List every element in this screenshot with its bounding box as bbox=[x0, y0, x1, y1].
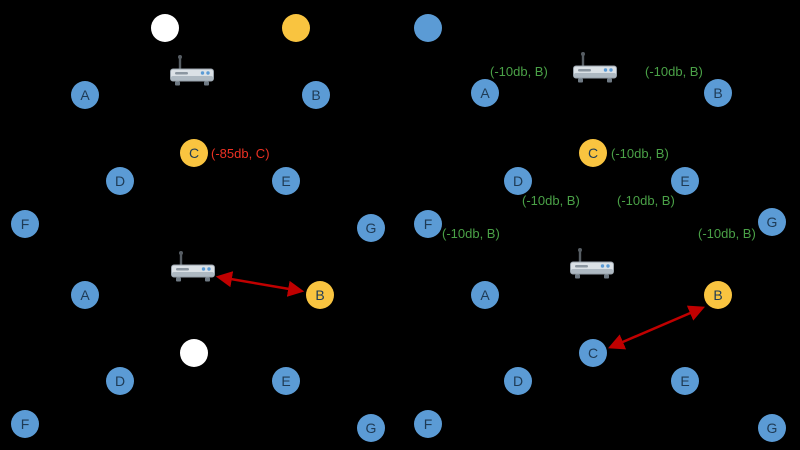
router-top-right bbox=[571, 51, 619, 91]
node-bottom-left-blank bbox=[180, 339, 208, 367]
node-top-right-A: A bbox=[471, 79, 499, 107]
node-bottom-left-B: B bbox=[306, 281, 334, 309]
node-bottom-left-A: A bbox=[71, 281, 99, 309]
node-bottom-right-D: D bbox=[504, 367, 532, 395]
node-bottom-left-F: F bbox=[11, 410, 39, 438]
annotation-top-left-C: (-85db, C) bbox=[211, 146, 270, 161]
arrow-B-to-C bbox=[608, 305, 705, 350]
router-top-left bbox=[168, 54, 216, 94]
node-top-left-A: A bbox=[71, 81, 99, 109]
router-icon bbox=[170, 55, 214, 86]
router-bottom-left bbox=[169, 250, 217, 290]
annotation-top-right-E: (-10db, B) bbox=[617, 193, 675, 208]
router-icon bbox=[171, 251, 215, 282]
node-top-right-C: C bbox=[579, 139, 607, 167]
annotation-top-right-B: (-10db, B) bbox=[645, 64, 703, 79]
router-bottom-right bbox=[568, 247, 616, 287]
node-top-left-D: D bbox=[106, 167, 134, 195]
legend-circle-white bbox=[151, 14, 179, 42]
node-top-right-D: D bbox=[504, 167, 532, 195]
node-top-left-F: F bbox=[11, 210, 39, 238]
node-bottom-left-D: D bbox=[106, 367, 134, 395]
legend-circle-yellow bbox=[282, 14, 310, 42]
legend-circle-blue bbox=[414, 14, 442, 42]
node-top-right-F: F bbox=[414, 210, 442, 238]
node-top-left-C: C bbox=[180, 139, 208, 167]
node-bottom-right-G: G bbox=[758, 414, 786, 442]
node-bottom-right-C: C bbox=[579, 339, 607, 367]
node-bottom-left-G: G bbox=[357, 414, 385, 442]
node-top-left-E: E bbox=[272, 167, 300, 195]
annotation-top-right-A: (-10db, B) bbox=[490, 64, 548, 79]
router-icon bbox=[573, 52, 617, 83]
node-bottom-right-F: F bbox=[414, 410, 442, 438]
arrow-router-to-B bbox=[215, 271, 305, 297]
node-bottom-right-B: B bbox=[704, 281, 732, 309]
node-top-left-G: G bbox=[357, 214, 385, 242]
router-icon bbox=[570, 248, 614, 279]
annotation-top-right-C: (-10db, B) bbox=[611, 146, 669, 161]
node-bottom-left-E: E bbox=[272, 367, 300, 395]
annotation-top-right-D: (-10db, B) bbox=[522, 193, 580, 208]
node-top-left-B: B bbox=[302, 81, 330, 109]
annotation-top-right-F: (-10db, B) bbox=[442, 226, 500, 241]
node-top-right-B: B bbox=[704, 79, 732, 107]
node-bottom-right-E: E bbox=[671, 367, 699, 395]
annotation-top-right-G: (-10db, B) bbox=[698, 226, 756, 241]
node-top-right-E: E bbox=[671, 167, 699, 195]
node-bottom-right-A: A bbox=[471, 281, 499, 309]
node-top-right-G: G bbox=[758, 208, 786, 236]
